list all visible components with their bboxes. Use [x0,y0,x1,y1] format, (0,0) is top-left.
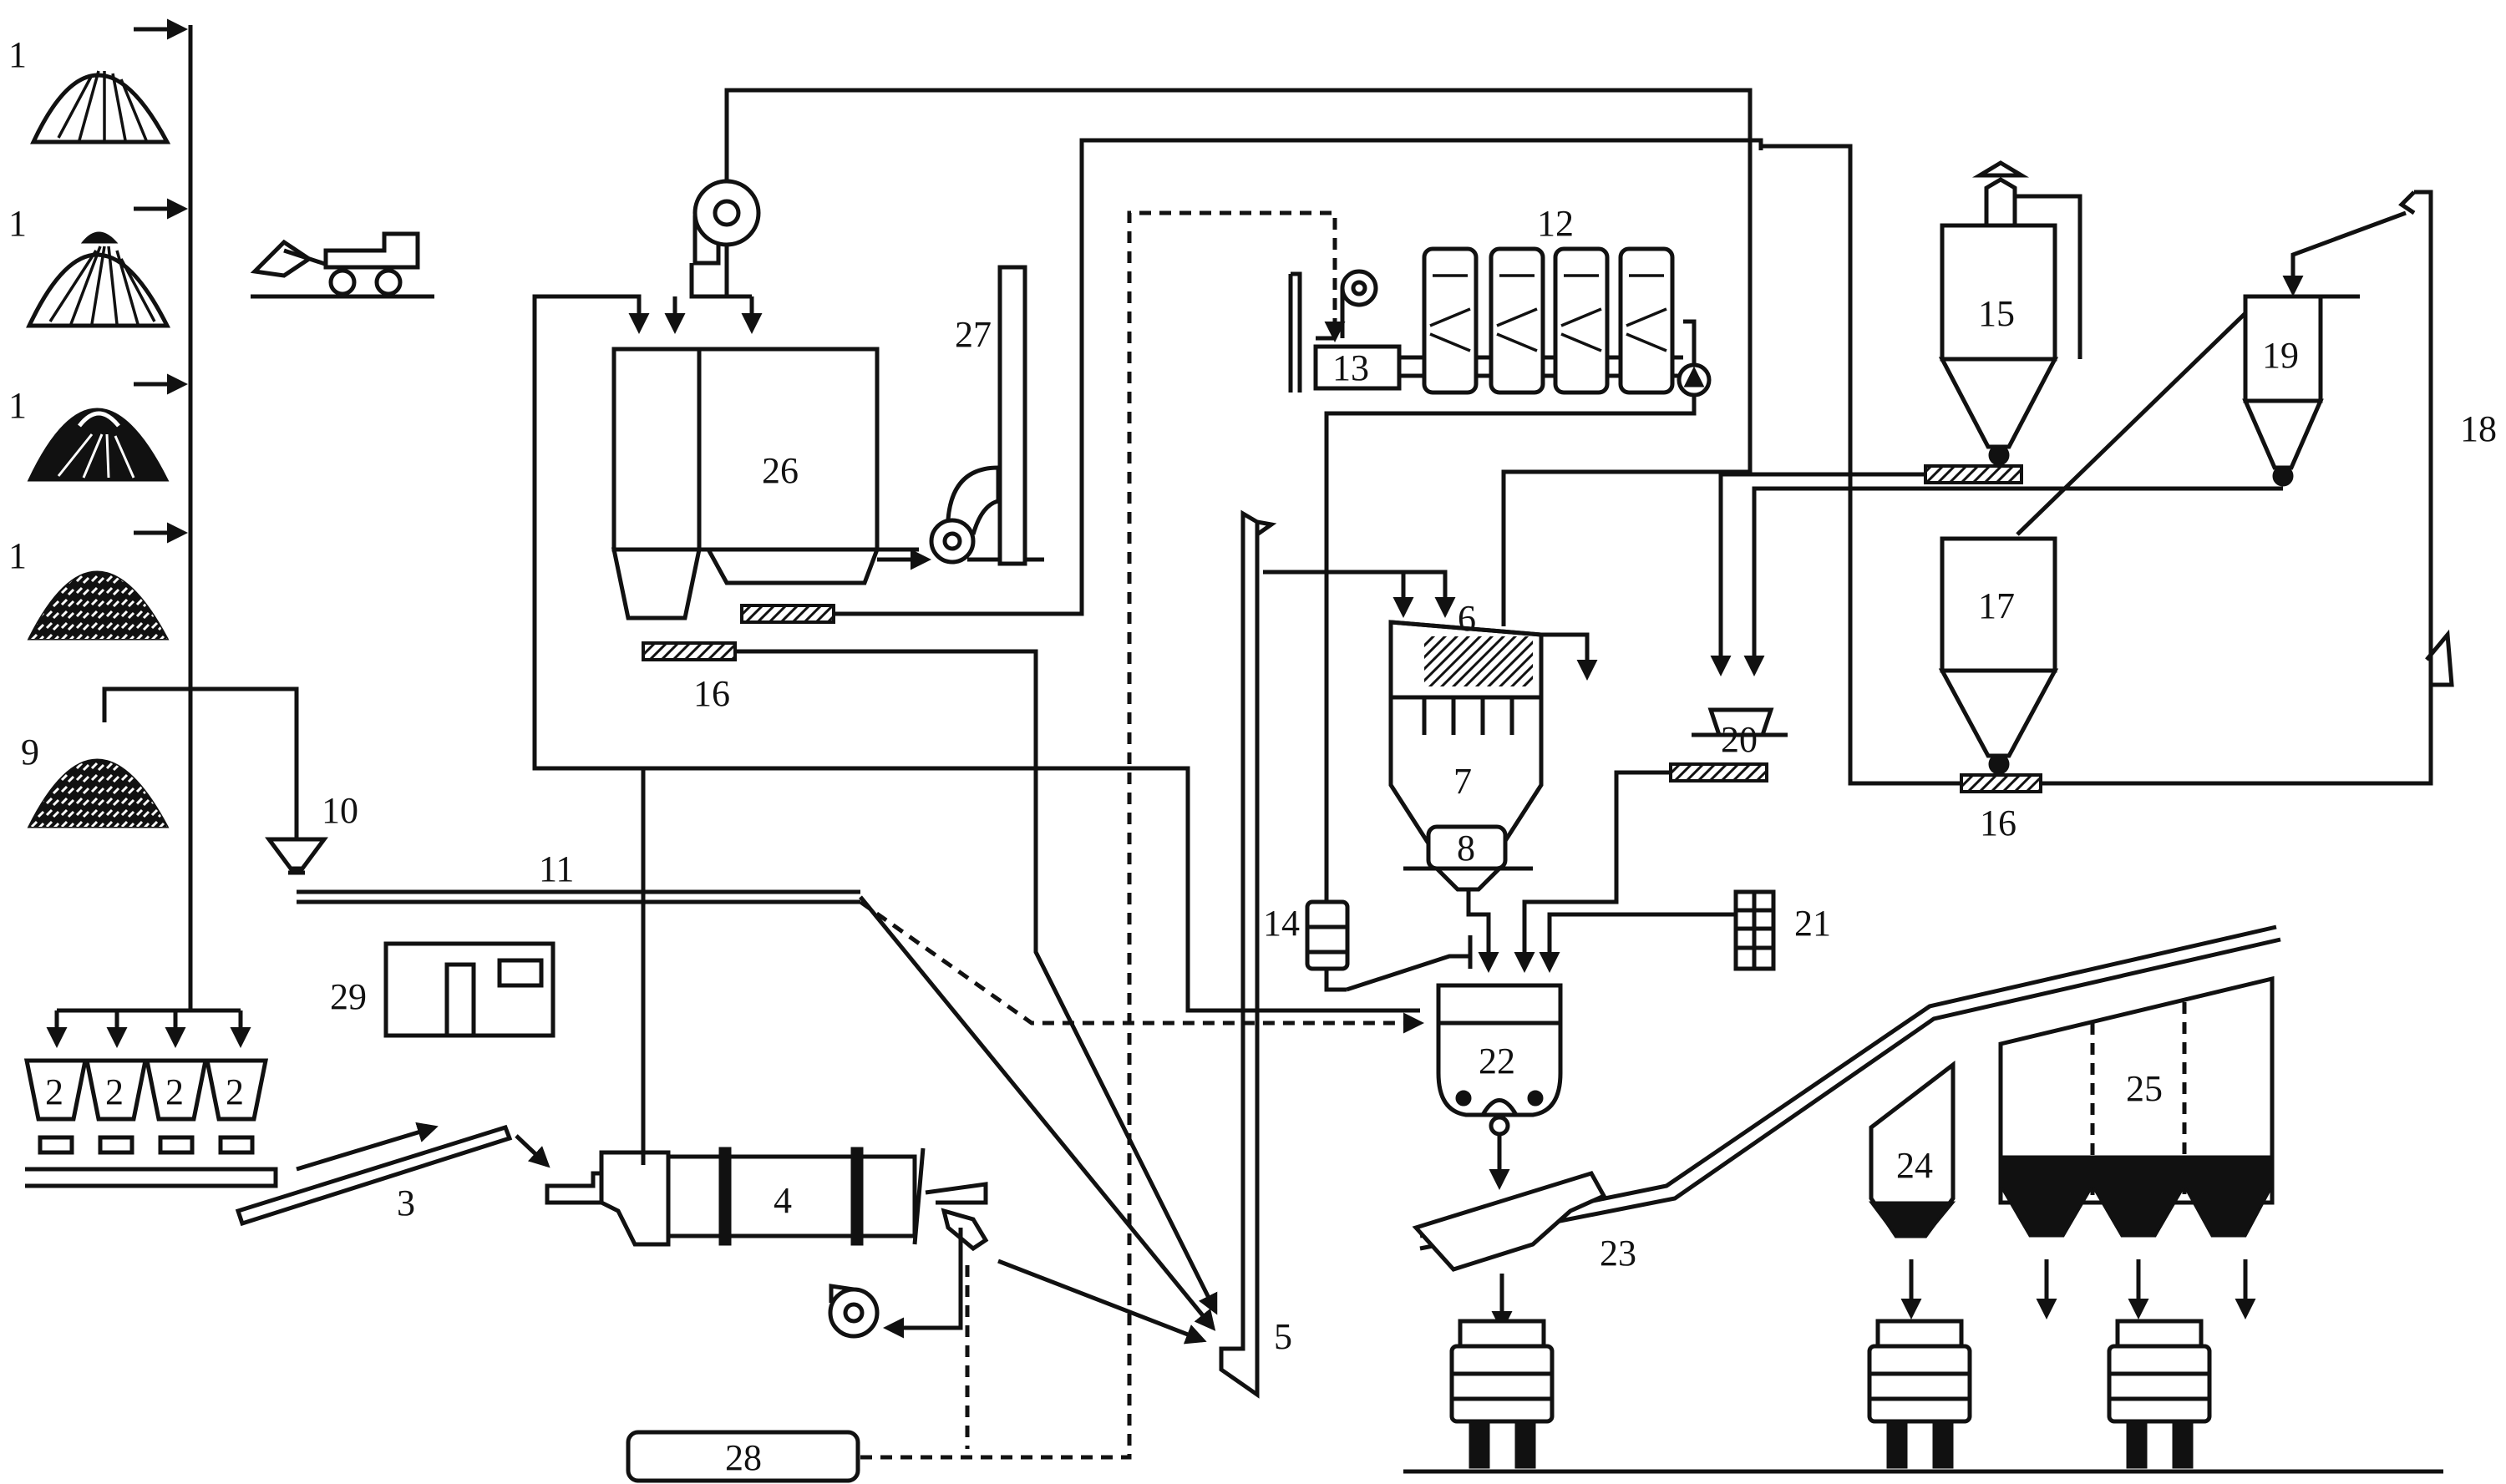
loader-truck-icon [250,231,434,299]
feeder-hopper-10: 10 [265,790,358,875]
bucket-elevator-18: 18 [2398,190,2497,687]
tank-icon [1489,246,1545,395]
additive-unit-21: 21 [1539,889,1831,973]
label-28: 28 [725,1437,762,1478]
fan-icon [828,1228,963,1339]
tank-icon [1618,246,1675,395]
hot-bins-7: 7 6 [1388,598,1598,846]
label-20: 20 [1721,719,1758,760]
dashed-supply-line [859,899,1424,1034]
stockpile-icon [30,70,171,144]
belt-conveyor-11: 11 [297,848,860,904]
dashed-supply-line [860,210,1337,1460]
filler-line [1761,144,1961,786]
label-29: 29 [330,976,367,1017]
label-11: 11 [539,848,574,889]
pump-icon [1340,269,1378,338]
label-25: 25 [2126,1068,2163,1109]
bag-filter-26: 26 16 27 [532,88,1763,1315]
label-17: 17 [1978,585,2015,626]
fuel-tank-28: 28 [626,1430,860,1483]
label-16: 16 [693,673,730,714]
label-1: 1 [8,203,27,244]
filler-silo-17: 17 16 [1938,536,2433,843]
bucket-elevator-5: 5 [1219,509,1456,1399]
truck-icon [2107,1319,2212,1469]
tank-icon [1422,246,1479,395]
hopper-icon [23,1058,89,1155]
tank-icon [1553,246,1610,395]
label-8: 8 [1457,828,1475,869]
label-1: 1 [8,535,27,576]
label-13: 13 [1332,347,1369,388]
weigh-hopper-8: 8 [1403,824,1533,973]
label-16: 16 [1980,803,2016,843]
label-1: 1 [8,34,27,75]
fan-icon [929,465,1001,565]
label-12: 12 [1537,203,1574,244]
stockpile-icon [27,408,170,482]
label-2: 2 [165,1071,184,1112]
bitumen-tanks-12: 13 12 [1288,203,1712,944]
label-3: 3 [397,1183,415,1223]
control-room-29: 29 [330,941,555,1038]
skip-hoist-23: 23 [1412,924,2281,1332]
storage-silos-25: 25 [1998,975,2275,1319]
filler-line [1710,472,1925,676]
label-10: 10 [322,790,358,831]
label-18: 18 [2460,408,2497,449]
label-7: 7 [1453,761,1472,802]
truck-icon [1449,1319,1555,1469]
label-14: 14 [1263,903,1300,944]
inclined-conveyor-3: 3 [235,1122,550,1227]
mineral-filler-silo-15: 15 [1924,160,2082,484]
bitumen-pump-14: 14 [1263,899,1470,992]
stockpile-icon [27,758,170,828]
cyclone-19: 19 [2016,210,2407,536]
stockpile-icon [26,231,171,328]
rotary-dryer-4: 4 [545,1147,989,1252]
truck-icon [1867,1319,1972,1469]
label-1: 1 [8,385,27,426]
hopper-icon [204,1058,269,1155]
label-9: 9 [21,732,39,772]
hopper-icon [144,1058,209,1155]
filler-line [1743,486,2283,676]
storage-silo-24: 24 [1869,1060,1956,1319]
mixer-22: 22 [1436,983,1563,1190]
flow-arrow [997,1259,1207,1345]
label-2: 2 [226,1071,244,1112]
label-5: 5 [1274,1316,1292,1357]
label-26: 26 [762,450,799,491]
label-15: 15 [1978,293,2015,334]
label-24: 24 [1896,1145,1933,1186]
filler-weigh-20: 20 [1514,707,1788,973]
stockpile-icon [27,570,170,641]
fan-icon [692,179,761,266]
label-23: 23 [1600,1233,1636,1274]
label-4: 4 [774,1180,792,1221]
label-2: 2 [45,1071,63,1112]
flow-arrow [859,895,1216,1331]
hopper-icon [84,1058,149,1155]
raw-material-stockpiles: 1 1 1 1 9 [8,18,299,902]
label-19: 19 [2262,335,2299,376]
label-27: 27 [955,314,992,355]
pump-icon [1677,362,1712,398]
batching-bins-2: 2 2 2 2 [23,902,278,1188]
label-22: 22 [1479,1041,1515,1081]
label-21: 21 [1794,903,1831,944]
label-6: 6 [1458,598,1476,639]
label-2: 2 [105,1071,124,1112]
